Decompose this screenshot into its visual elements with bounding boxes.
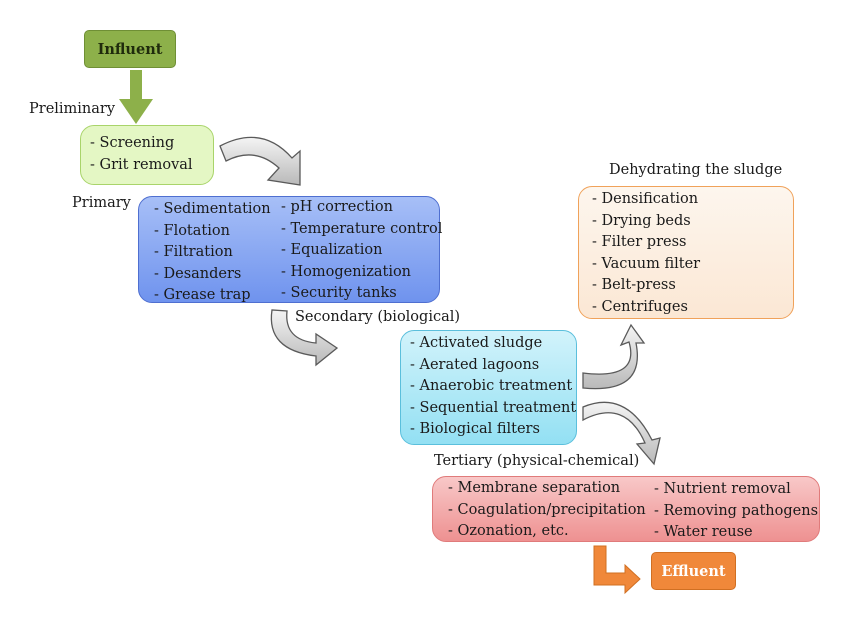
- sludge-box: - Densification - Drying beds - Filter p…: [578, 186, 794, 319]
- list-item: - Filter press: [592, 234, 687, 250]
- preliminary-box: - Screening - Grit removal: [80, 125, 214, 185]
- primary-box: - Sedimentation - Flotation - Filtration…: [138, 196, 443, 303]
- list-item: - Grit removal: [90, 156, 193, 173]
- effluent-label: Effluent: [661, 562, 726, 580]
- list-item: - pH correction: [281, 199, 393, 215]
- influent-node: Influent: [84, 30, 176, 68]
- tertiary-label: Tertiary (physical-chemical): [434, 453, 640, 469]
- list-item: - Belt-press: [592, 277, 676, 293]
- list-item: - Security tanks: [281, 285, 397, 301]
- primary-label: Primary: [72, 195, 131, 211]
- list-item: - Homogenization: [281, 263, 412, 280]
- list-item: - Screening: [90, 135, 175, 151]
- list-item: - Sedimentation: [154, 201, 271, 217]
- effluent-elbow-arrow: [593, 545, 641, 595]
- list-item: - Drying beds: [592, 212, 691, 229]
- list-item: - Anaerobic treatment: [410, 378, 573, 394]
- list-item: - Desanders: [154, 265, 242, 282]
- list-item: - Centrifuges: [592, 298, 688, 315]
- list-item: - Biological filters: [410, 421, 540, 437]
- list-item: - Equalization: [281, 242, 383, 258]
- preliminary-label: Preliminary: [29, 101, 116, 117]
- list-item: - Temperature control: [281, 220, 443, 237]
- list-item: - Membrane separation: [448, 480, 621, 496]
- tertiary-box: - Membrane separation - Coagulation/prec…: [432, 476, 820, 542]
- influent-down-arrow: [119, 70, 153, 124]
- list-item: - Water reuse: [654, 524, 753, 540]
- list-item: - Flotation: [154, 222, 230, 239]
- list-item: - Densification: [592, 191, 699, 207]
- secondary-to-sludge-arrow: [582, 323, 646, 390]
- list-item: - Filtration: [154, 244, 233, 260]
- list-item: - Ozonation, etc.: [448, 523, 569, 539]
- secondary-label: Secondary (biological): [295, 309, 461, 325]
- list-item: - Vacuum filter: [592, 255, 701, 272]
- primary-to-secondary-arrow: [270, 309, 339, 367]
- secondary-box: - Activated sludge - Aerated lagoons - A…: [400, 330, 577, 445]
- list-item: - Aerated lagoons: [410, 356, 540, 373]
- influent-label: Influent: [97, 40, 163, 58]
- list-item: - Activated sludge: [410, 335, 543, 351]
- effluent-node: Effluent: [651, 552, 736, 590]
- list-item: - Sequential treatment: [410, 399, 577, 416]
- list-item: - Removing pathogens: [654, 502, 819, 519]
- list-item: - Coagulation/precipitation: [448, 501, 646, 518]
- sludge-label: Dehydrating the sludge: [609, 162, 783, 178]
- list-item: - Nutrient removal: [654, 481, 791, 497]
- list-item: - Grease trap: [154, 287, 251, 303]
- preliminary-to-primary-arrow: [219, 136, 301, 186]
- secondary-to-tertiary-arrow: [582, 401, 661, 466]
